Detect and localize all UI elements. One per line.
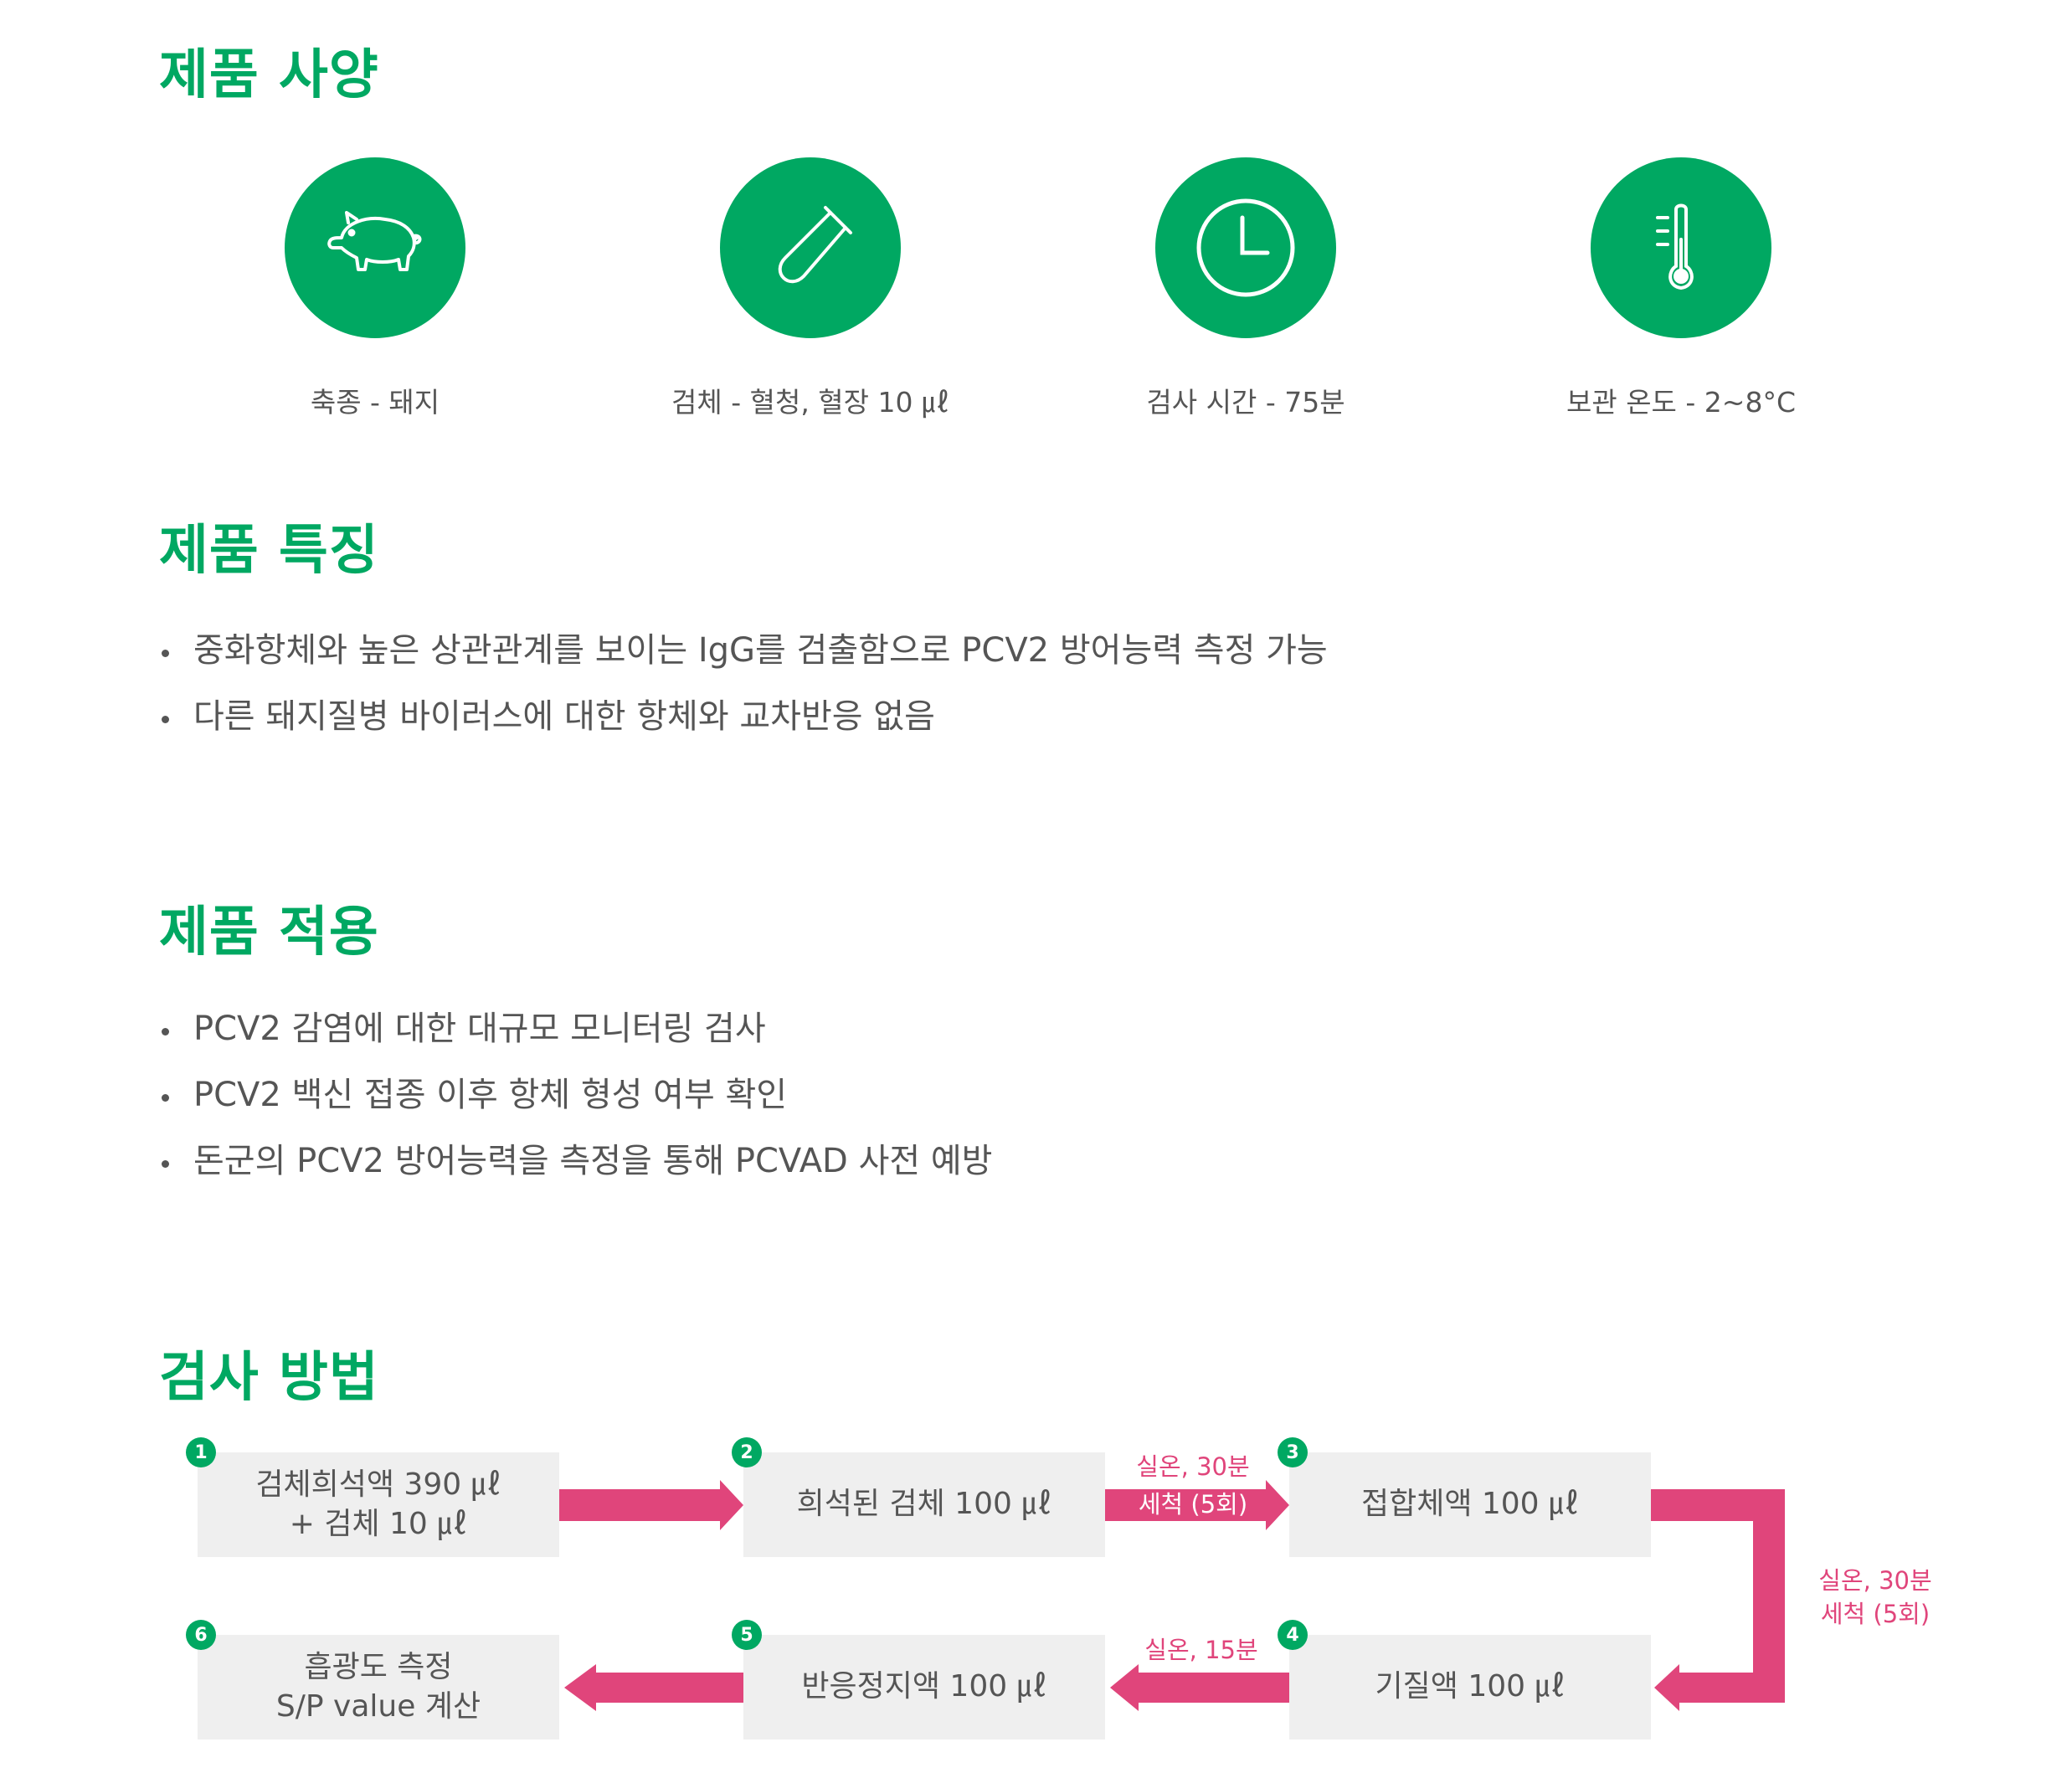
step-number-6: 6 [186,1620,216,1650]
list-item: 다른 돼지질병 바이러스에 대한 항체와 교차반응 없음 [155,684,1328,750]
step-text: 접합체액 100 ㎕ [1360,1487,1580,1522]
note-step4-5-condition: 실온, 15분 [1144,1636,1258,1664]
spec-circle [1591,157,1771,338]
step-number-3: 3 [1278,1437,1308,1467]
step-number-4: 4 [1278,1620,1308,1650]
spec-circle [1155,157,1336,338]
note-step2-3-wash: 세척 (5회) [1138,1490,1248,1519]
list-item: PCV2 감염에 대한 대규모 모니터링 검사 [155,996,993,1062]
step-box-3: 접합체액 100 ㎕ [1289,1452,1651,1557]
pig-icon [327,211,422,271]
spec-item-sample: 검체 - 혈청, 혈장 10 ㎕ [635,157,986,420]
step-text: 희석된 검체 100 ㎕ [796,1487,1052,1522]
note-step3-4-condition: 실온, 30분 [1818,1566,1932,1595]
step-number-1: 1 [186,1437,216,1467]
step-box-4: 기질액 100 ㎕ [1289,1635,1651,1740]
step-box-6: 흡광도 측정 S/P value 계산 [198,1635,559,1740]
section-title-spec: 제품 사양 [159,44,379,106]
thermometer-icon [1656,203,1694,290]
list-item: 돈군의 PCV2 방어능력을 측정을 통해 PCVAD 사전 예방 [155,1128,993,1195]
spec-caption: 검체 - 혈청, 혈장 10 ㎕ [671,386,949,419]
step-text: 기질액 100 ㎕ [1375,1669,1566,1704]
spec-circle [285,157,465,338]
spec-caption: 축종 - 돼지 [310,386,440,419]
step-box-5: 반응정지액 100 ㎕ [743,1635,1105,1740]
list-item: 중화항체와 높은 상관관계를 보이는 IgG를 검출함으로 PCV2 방어능력 … [155,618,1328,684]
step-text: 흡광도 측정 S/P value 계산 [275,1649,481,1724]
test-tube-icon [778,206,852,284]
arrow-step3-to-4 [1651,1489,1785,1711]
section-title-method: 검사 방법 [159,1347,379,1409]
section-title-application: 제품 적용 [159,902,379,964]
note-step3-4-wash: 세척 (5회) [1820,1600,1931,1628]
spec-caption: 검사 시간 - 75분 [1146,386,1345,419]
spec-caption: 보관 온도 - 2~8°C [1566,386,1796,419]
spec-item-species: 축종 - 돼지 [199,157,551,420]
section-title-features: 제품 특징 [159,520,379,582]
spec-circle [720,157,901,338]
spec-item-time: 검사 시간 - 75분 [1070,157,1422,420]
step-text: 검체희석액 390 ㎕ + 검체 10 ㎕ [255,1467,501,1541]
step-text: 반응정지액 100 ㎕ [801,1669,1047,1704]
arrow-step5-to-6 [564,1664,743,1711]
step-box-2: 희석된 검체 100 ㎕ [743,1452,1105,1557]
step-box-1: 검체희석액 390 ㎕ + 검체 10 ㎕ [198,1452,559,1557]
spec-item-storage: 보관 온도 - 2~8°C [1505,157,1857,420]
application-list: PCV2 감염에 대한 대규모 모니터링 검사 PCV2 백신 접종 이후 항체… [155,996,993,1195]
arrow-step2-to-3 [1105,1480,1289,1530]
arrow-step1-to-2 [559,1480,743,1530]
step-number-5: 5 [732,1620,762,1650]
note-step2-3-condition: 실온, 30분 [1136,1452,1250,1481]
step-number-2: 2 [732,1437,762,1467]
list-item: PCV2 백신 접종 이후 항체 형성 여부 확인 [155,1062,993,1128]
arrow-step4-to-5 [1110,1664,1289,1711]
clock-icon [1196,198,1295,297]
features-list: 중화항체와 높은 상관관계를 보이는 IgG를 검출함으로 PCV2 방어능력 … [155,618,1328,750]
